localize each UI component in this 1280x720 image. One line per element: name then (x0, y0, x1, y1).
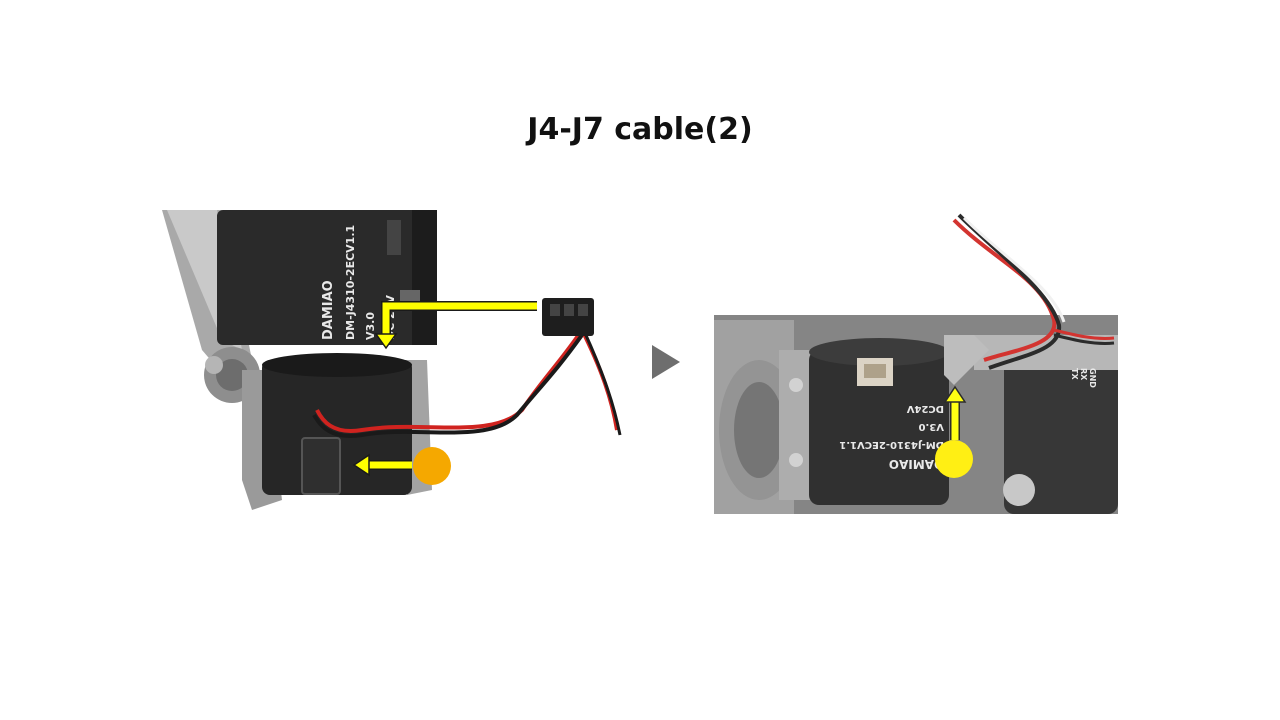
pin-label-gnd: GND (1088, 368, 1097, 388)
triangle-right-icon (650, 343, 682, 385)
right-photo-illustration: TX RX GND DAMIAO DM-J4310-2ECV1.1 V3.0 D… (714, 210, 1118, 514)
left-motor-model: DM-J4310-2ECV1.1 (344, 225, 357, 340)
left-yellow-arrow-down (374, 301, 537, 350)
pin-label-rx: RX (1079, 368, 1088, 381)
right-motor-model: DM-J4310-2ECV1.1 (839, 439, 944, 450)
right-yellow-arrow-up (943, 385, 967, 440)
pin-label-tx: TX (1070, 368, 1079, 380)
right-motor-voltage: DC24V (906, 403, 944, 414)
slide-title: J4-J7 cable(2) (527, 112, 753, 147)
right-yellow-marker (935, 440, 973, 478)
left-motor-version: V3.0 (364, 312, 377, 340)
right-motor-brand: DAMIAO (889, 457, 944, 471)
left-yellow-arrow-left (352, 453, 412, 477)
left-motor-brand: DAMIAO (321, 280, 336, 340)
right-photo: TX RX GND DAMIAO DM-J4310-2ECV1.1 V3.0 D… (714, 210, 1118, 514)
right-motor-version: V3.0 (919, 421, 944, 432)
left-photo: DAMIAO DM-J4310-2ECV1.1 V3.0 DC 24V (162, 210, 622, 515)
left-photo-illustration: DAMIAO DM-J4310-2ECV1.1 V3.0 DC 24V (162, 210, 622, 510)
left-orange-marker (413, 447, 451, 485)
